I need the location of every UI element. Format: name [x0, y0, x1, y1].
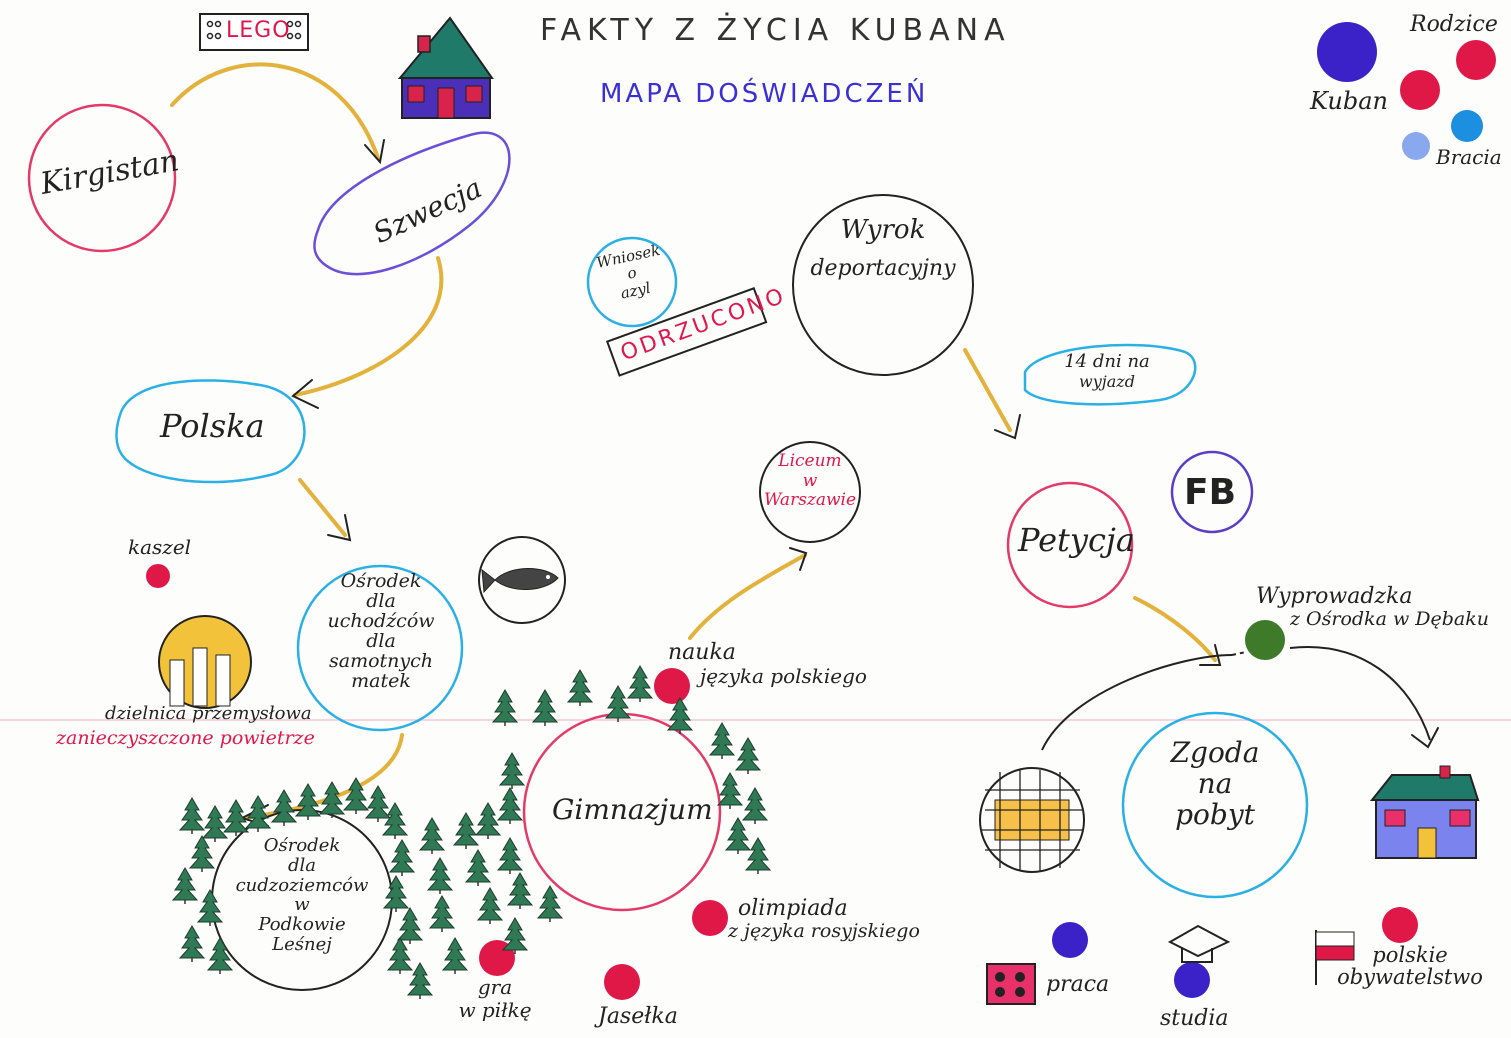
odrzucono-stamp — [605, 287, 768, 377]
lego-label: LEGO — [226, 18, 291, 43]
fb-circle — [1170, 450, 1254, 534]
flow-arrows — [170, 62, 1217, 820]
obywatelstwo-dot — [1382, 907, 1418, 943]
osrodek-matek-circle — [296, 564, 464, 732]
page-subtitle: MAPA DOŚWIADCZEŃ — [600, 79, 929, 109]
lego-icon — [199, 13, 309, 51]
studia-dot — [1174, 962, 1210, 998]
legend-kuban-label: Kuban — [1310, 87, 1388, 115]
praca-dot — [1052, 922, 1088, 958]
nauka-dot — [654, 668, 690, 704]
polish-flag-icon — [1315, 930, 1355, 985]
dzielnica-label: dzielnica przemysłowa — [105, 703, 312, 724]
factory-icon — [158, 615, 252, 709]
wyprowadzka-dot — [1245, 620, 1285, 660]
building-icon — [979, 767, 1085, 873]
olimpiada-label: olimpiada z języka rosyjskiego — [728, 896, 920, 943]
house-icon — [397, 16, 494, 119]
red-dots — [146, 564, 1418, 1000]
zgoda-circle — [1121, 711, 1309, 899]
home-icon — [1369, 765, 1480, 859]
liceum-circle — [759, 441, 861, 543]
nauka-label: nauka języka polskiego — [668, 640, 867, 689]
graduation-cap-icon — [1167, 924, 1231, 963]
brother-dot-2 — [1451, 110, 1483, 142]
blue-dots — [1052, 922, 1210, 998]
dni-blob — [1023, 343, 1197, 406]
praca-label: praca — [1046, 972, 1110, 997]
wniosek-circle — [586, 236, 678, 328]
gimnazjum-label: Gimnazjum — [552, 793, 713, 826]
wyprowadzka-label: Wyprowadzka z Ośrodka w Dębaku — [1256, 584, 1489, 631]
polska-label: Polska — [160, 407, 265, 445]
powietrze-label: zanieczyszczone powietrze — [56, 727, 315, 749]
brother-dot-1 — [1402, 132, 1430, 160]
wyrok-circle — [792, 194, 974, 376]
fb-label: FB — [1184, 472, 1237, 513]
parent-dot-1 — [1400, 70, 1440, 110]
petycja-circle — [1006, 481, 1134, 609]
olimpiada-dot — [692, 900, 728, 936]
kuban-dot — [1317, 22, 1377, 82]
studia-label: studia — [1160, 1006, 1229, 1031]
legend-dots — [1317, 22, 1496, 160]
black-arrows — [1041, 646, 1431, 751]
kirgistan-circle — [27, 103, 177, 253]
polska-blob — [115, 379, 306, 484]
petycja-label: Petycja — [1018, 521, 1135, 559]
legend-brothers-label: Bracia — [1436, 145, 1502, 169]
jaselka-label: Jasełka — [598, 1004, 678, 1029]
legend-parents-label: Rodzice — [1410, 12, 1498, 37]
page-title: FAKTY Z ŻYCIA KUBANA — [540, 13, 1011, 48]
work-icon — [986, 963, 1036, 1005]
kaszel-dot — [146, 564, 170, 588]
kaszel-label: kaszel — [128, 535, 192, 559]
jaselka-dot — [604, 964, 640, 1000]
fish-icon — [478, 536, 566, 624]
parent-dot-2 — [1456, 40, 1496, 80]
szwecja-blob — [313, 131, 511, 276]
